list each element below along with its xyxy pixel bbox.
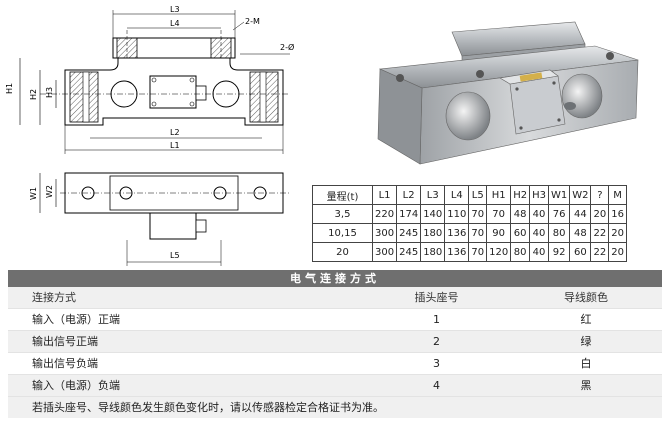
- electrical-section-title: 电气连接方式: [8, 270, 662, 287]
- spec-header-cell: L1: [371, 185, 398, 205]
- table-cell: 92: [547, 242, 571, 262]
- table-cell: 245: [396, 242, 422, 262]
- product-photo: [377, 21, 639, 165]
- table-cell: 40: [529, 223, 549, 243]
- spec-header-cell: W2: [569, 185, 592, 205]
- table-row: 20 300 245 180 136 70 120 80 40 92 60 22…: [312, 242, 627, 262]
- table-cell: 60: [510, 223, 531, 243]
- spec-header-row: 量程(t) L1 L2 L3 L4 L5 H1 H2 H3 W1 W2 ? M: [312, 185, 627, 205]
- technical-drawing: L3 L4 2-M 2-Ø H1 H2 H3 L2 L1 W1: [5, 5, 294, 266]
- spec-header-cell: L5: [468, 185, 488, 205]
- dim-L2: L2: [170, 128, 180, 137]
- table-cell: 300: [371, 242, 398, 262]
- table-cell: 48: [569, 223, 592, 243]
- wire-color: 白: [580, 357, 592, 370]
- front-view: L3 L4 2-M 2-Ø H1 H2 H3 L2 L1: [5, 5, 294, 154]
- pin-number: 3: [433, 357, 440, 370]
- connection-method: 输出信号负端: [32, 357, 98, 370]
- electrical-note: 若插头座号、导线颜色发生颜色变化时，请以传感器检定合格证书为准。: [8, 397, 662, 418]
- table-cell: 70: [468, 242, 488, 262]
- table-cell: 70: [468, 223, 488, 243]
- spec-header-cell: M: [608, 185, 627, 205]
- connection-method: 输出信号正端: [32, 335, 98, 348]
- spec-header-cell: W1: [547, 185, 571, 205]
- pin-number: 1: [433, 313, 440, 326]
- table-cell: 20: [590, 204, 610, 224]
- table-cell: 245: [396, 223, 422, 243]
- dim-W2: W2: [45, 185, 54, 198]
- table-cell: 220: [371, 204, 398, 224]
- table-cell: 16: [608, 204, 627, 224]
- spec-header-cell: L4: [444, 185, 470, 205]
- pin-number: 2: [433, 335, 440, 348]
- plan-view: W1 W2 L5: [29, 172, 290, 266]
- table-row: 输入（电源）正端 1 红: [8, 309, 662, 331]
- table-cell: 174: [396, 204, 422, 224]
- wire-color: 绿: [580, 335, 592, 348]
- spec-header-cell: H1: [486, 185, 512, 205]
- spec-table: 量程(t) L1 L2 L3 L4 L5 H1 H2 H3 W1 W2 ? M …: [312, 185, 627, 262]
- table-row: 输出信号正端 2 绿: [8, 331, 662, 353]
- table-cell: 48: [510, 204, 531, 224]
- table-cell: 60: [569, 242, 592, 262]
- table-cell: 136: [444, 242, 470, 262]
- wire-color: 红: [580, 313, 592, 326]
- table-cell: 76: [547, 204, 571, 224]
- dim-L4: L4: [170, 19, 180, 28]
- spec-header-cell: H3: [529, 185, 549, 205]
- table-cell: 70: [486, 204, 512, 224]
- dim-2M: 2-M: [245, 17, 260, 26]
- spec-header-cell: 量程(t): [312, 185, 373, 205]
- table-cell: 180: [420, 242, 446, 262]
- spec-header-cell: H2: [510, 185, 531, 205]
- dim-H1: H1: [5, 83, 14, 94]
- dim-H3: H3: [45, 87, 54, 98]
- dim-L3: L3: [170, 5, 180, 14]
- table-cell: 20: [608, 242, 627, 262]
- dim-L5: L5: [170, 251, 180, 260]
- table-cell: 44: [569, 204, 592, 224]
- table-cell: 110: [444, 204, 470, 224]
- table-cell: 180: [420, 223, 446, 243]
- table-cell: 20: [312, 242, 373, 262]
- connection-method: 输入（电源）负端: [32, 379, 120, 392]
- table-cell: 80: [510, 242, 531, 262]
- header-method: 连接方式: [32, 291, 76, 304]
- table-row: 10,15 300 245 180 136 70 90 60 40 80 48 …: [312, 223, 627, 243]
- spec-header-cell: L2: [396, 185, 422, 205]
- dim-L1: L1: [170, 141, 180, 150]
- header-pin: 插头座号: [414, 291, 459, 304]
- connection-method: 输入（电源）正端: [32, 313, 120, 326]
- table-cell: 300: [371, 223, 398, 243]
- table-cell: 40: [529, 204, 549, 224]
- wire-color: 黑: [580, 379, 592, 392]
- spec-header-cell: ?: [590, 185, 610, 205]
- table-cell: 120: [486, 242, 512, 262]
- table-cell: 70: [468, 204, 488, 224]
- table-row: 3,5 220 174 140 110 70 70 48 40 76 44 20…: [312, 204, 627, 224]
- spec-header-cell: L3: [420, 185, 446, 205]
- table-cell: 140: [420, 204, 446, 224]
- table-cell: 20: [608, 223, 627, 243]
- table-cell: 22: [590, 223, 610, 243]
- table-cell: 80: [547, 223, 571, 243]
- table-cell: 136: [444, 223, 470, 243]
- table-cell: 10,15: [312, 223, 373, 243]
- table-cell: 40: [529, 242, 549, 262]
- header-color: 导线颜色: [564, 291, 608, 304]
- table-row: 输入（电源）负端 4 黑: [8, 375, 662, 397]
- table-cell: 90: [486, 223, 512, 243]
- electrical-connection-section: 电气连接方式 连接方式 插头座号 导线颜色 输入（电源）正端 1 红 输出信号正…: [8, 270, 662, 418]
- dim-2phi: 2-Ø: [280, 42, 294, 52]
- table-cell: 22: [590, 242, 610, 262]
- table-row: 输出信号负端 3 白: [8, 353, 662, 375]
- pin-number: 4: [433, 379, 440, 392]
- dim-W1: W1: [29, 187, 38, 200]
- table-cell: 3,5: [312, 204, 373, 224]
- dim-H2: H2: [29, 89, 38, 100]
- electrical-header-row: 连接方式 插头座号 导线颜色: [8, 287, 662, 309]
